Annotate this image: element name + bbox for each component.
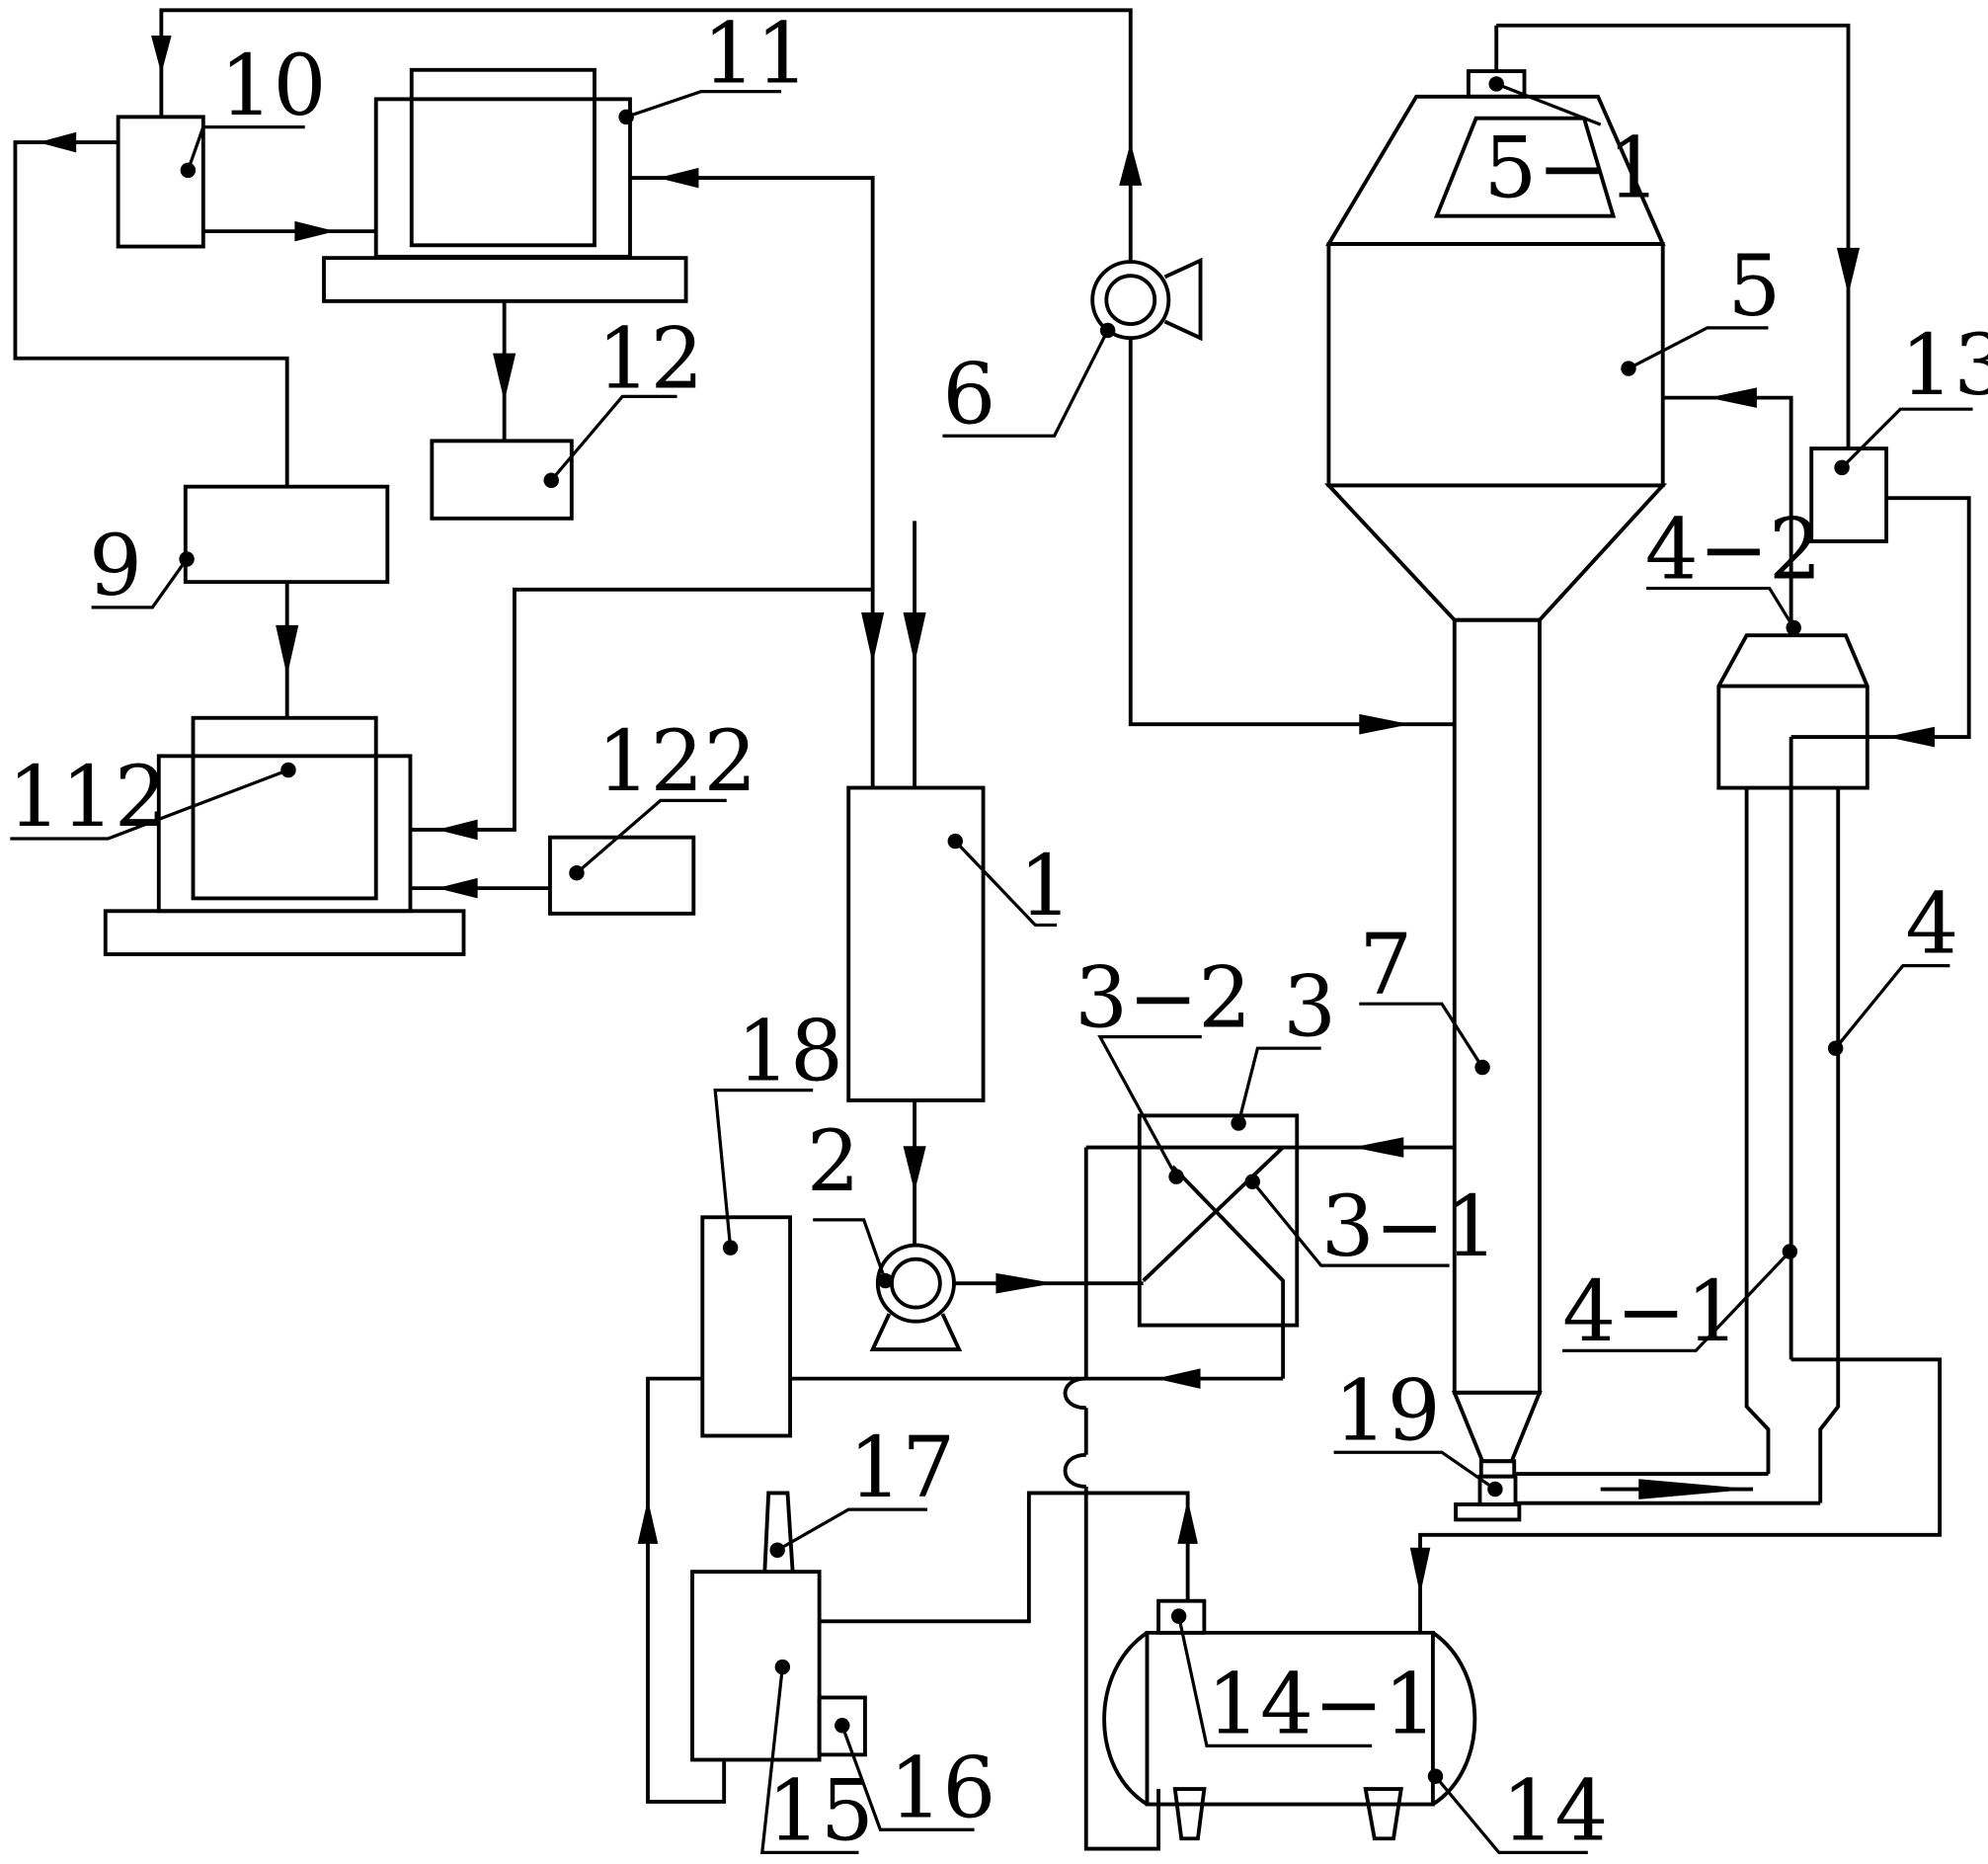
label-7: 7 (1359, 917, 1412, 1014)
label-5: 5 (1727, 238, 1781, 336)
unit-10-box (116, 115, 205, 249)
label-4-2: 4−2 (1645, 501, 1822, 599)
label-122: 122 (597, 713, 757, 811)
label-3: 3 (1283, 958, 1336, 1056)
leader-lines (10, 82, 1973, 1855)
valve-19 (1454, 1474, 1522, 1522)
label-17: 17 (848, 1419, 955, 1517)
flow-arrows (38, 36, 1935, 1595)
label-4: 4 (1905, 876, 1958, 974)
vessel-14 (1102, 1598, 1477, 1841)
pipelines (13, 8, 1971, 1804)
label-14-1: 14−1 (1207, 1656, 1437, 1753)
label-5-1: 5−1 (1483, 120, 1660, 217)
label-2: 2 (807, 1113, 860, 1211)
label-16: 16 (889, 1740, 995, 1837)
label-18: 18 (737, 1003, 843, 1100)
label-1: 1 (1019, 838, 1073, 935)
unit-18-tank (700, 1215, 792, 1438)
cyclone-4 (1716, 633, 1869, 1503)
unit-1-tank (846, 785, 986, 1102)
label-3-2: 3−2 (1074, 949, 1251, 1047)
label-15: 15 (767, 1763, 874, 1861)
pump-2-icon (869, 1243, 963, 1351)
unit-12-box (430, 439, 574, 521)
unit-9-box (183, 484, 390, 585)
unit-112-machine (103, 715, 466, 956)
label-13: 13 (1900, 317, 1988, 415)
label-4-1: 4−1 (1562, 1263, 1739, 1361)
label-10: 10 (220, 38, 327, 135)
label-12: 12 (597, 310, 704, 408)
label-112: 112 (8, 749, 168, 847)
unit-122-box (548, 835, 696, 916)
label-6: 6 (942, 346, 995, 444)
unit-15-machine (690, 1491, 867, 1762)
label-14: 14 (1501, 1763, 1608, 1861)
unit-11-machine (322, 67, 688, 303)
label-19: 19 (1334, 1362, 1441, 1460)
label-11: 11 (702, 6, 809, 104)
column-7 (1451, 617, 1543, 1479)
label-3-1: 3−1 (1321, 1178, 1498, 1276)
label-9: 9 (89, 518, 142, 615)
leader-dots (179, 76, 1850, 1784)
